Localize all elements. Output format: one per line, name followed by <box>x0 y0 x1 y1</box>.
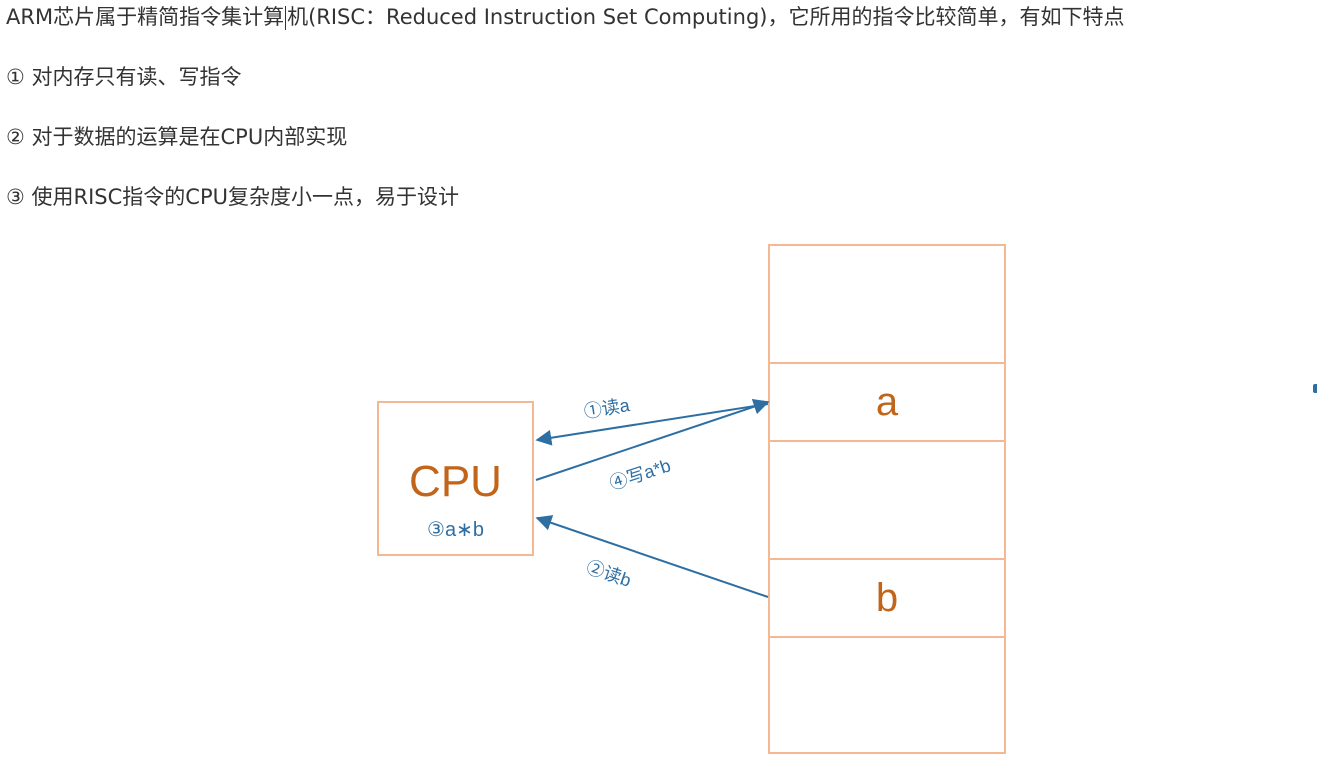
intro-text-part2: 机(RISC：Reduced Instruction Set Computing… <box>287 5 1125 29</box>
memory-cell-label-b: b <box>875 576 899 620</box>
edge-marker <box>1313 384 1317 393</box>
cpu-title: CPU <box>409 457 502 506</box>
cpu-operation: ③a∗b <box>427 519 484 541</box>
arrow-read-a <box>535 403 769 446</box>
feature-item-1: ① 对内存只有读、写指令 <box>6 65 242 89</box>
arrow-label-read-b: ②读b <box>584 557 634 591</box>
feature-item-3: ③ 使用RISC指令的CPU复杂度小一点，易于设计 <box>6 185 459 209</box>
intro-text: ARM芯片属于精简指令集计算机(RISC：Reduced Instruction… <box>6 2 1124 32</box>
intro-text-part1: ARM芯片属于精简指令集计算 <box>6 5 285 29</box>
arrow-label-read-a: ①读a <box>582 395 632 422</box>
text-cursor <box>285 6 287 30</box>
memory-cell-empty-top <box>770 246 1004 364</box>
memory-cell-b: b <box>770 560 1004 638</box>
memory-cell-empty-middle <box>770 442 1004 560</box>
memory-cell-a: a <box>770 364 1004 442</box>
arrow-label-write-ab: ④写a*b <box>607 455 673 493</box>
memory-cell-label-a: a <box>875 380 899 424</box>
arrow-write-ab <box>535 399 770 481</box>
memory-block: a b <box>768 244 1006 754</box>
cpu-box: CPU ③a∗b <box>377 401 534 556</box>
feature-item-2: ② 对于数据的运算是在CPU内部实现 <box>6 125 348 149</box>
arrow-read-b <box>535 515 769 598</box>
